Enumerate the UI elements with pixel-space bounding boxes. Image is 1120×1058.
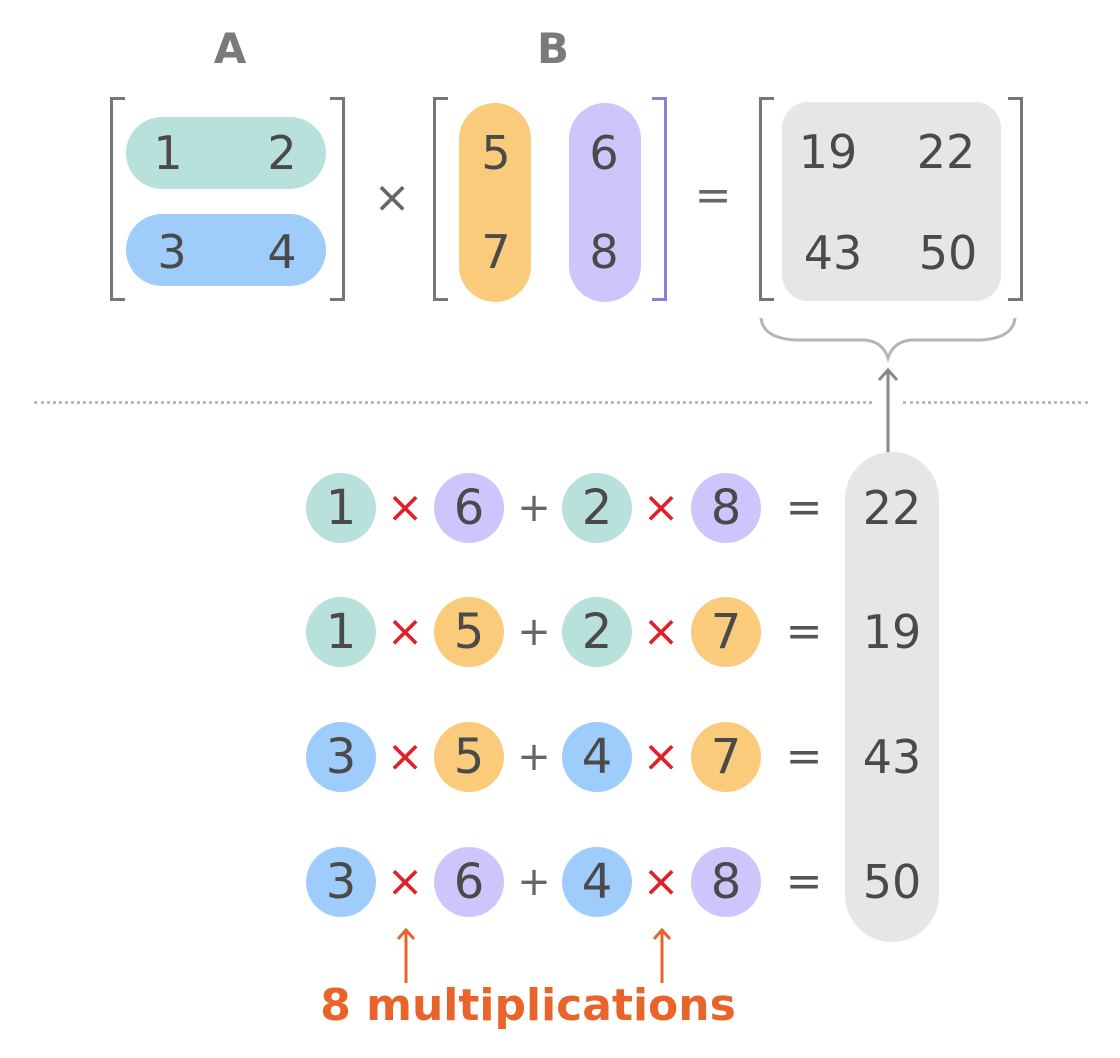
b-operand-circle: 8 [691, 473, 761, 543]
matrix-a-left-bracket [110, 97, 125, 301]
b-operand-circle: 6 [434, 847, 504, 917]
times-icon: × [642, 606, 680, 657]
a-operand-circle: 4 [562, 722, 632, 792]
b-operand-circle: 6 [434, 473, 504, 543]
brace-connector [759, 317, 1017, 454]
equation-result: 50 [862, 855, 922, 909]
matrix-c-cell: 43 [803, 226, 863, 280]
matrix-b-right-bracket [652, 97, 667, 301]
matrix-b-label: B [536, 24, 570, 73]
matrix-b-left-bracket [433, 97, 448, 301]
matrix-a-cell: 1 [153, 126, 183, 180]
times-icon: × [386, 482, 424, 533]
a-operand-circle: 4 [562, 847, 632, 917]
matrix-c-highlight [782, 102, 1001, 301]
equation-result: 43 [862, 730, 922, 784]
matrix-b-cell: 5 [481, 126, 511, 180]
times-icon: × [642, 731, 680, 782]
times-operator: × [373, 172, 411, 223]
times-icon: × [386, 606, 424, 657]
matrix-a-cell: 3 [157, 225, 187, 279]
results-column-highlight [845, 452, 939, 942]
matrix-c-left-bracket [759, 97, 774, 301]
matrix-a-right-bracket [330, 97, 345, 301]
divider-left [34, 401, 872, 404]
equals-operator: = [694, 170, 732, 221]
plus-icon: + [517, 485, 551, 531]
matrix-b-col-2-highlight [569, 103, 641, 302]
a-operand-circle: 1 [306, 473, 376, 543]
a-operand-circle: 1 [306, 597, 376, 667]
equation-result: 19 [862, 605, 922, 659]
matrix-c-cell: 22 [916, 125, 976, 179]
b-operand-circle: 5 [434, 722, 504, 792]
plus-icon: + [517, 609, 551, 655]
times-icon: × [386, 856, 424, 907]
matrix-c-right-bracket [1008, 97, 1023, 301]
a-operand-circle: 2 [562, 597, 632, 667]
b-operand-circle: 8 [691, 847, 761, 917]
a-operand-circle: 2 [562, 473, 632, 543]
matrix-c-cell: 50 [918, 226, 978, 280]
divider-right [903, 401, 1088, 404]
multiplication-arrows [396, 927, 672, 983]
matrix-b-col-1-highlight [459, 103, 531, 302]
equals-icon: = [785, 856, 823, 907]
matrix-a-row-2-highlight [126, 214, 326, 286]
matrix-a-label: A [213, 24, 247, 73]
times-icon: × [642, 482, 680, 533]
equation-result: 22 [862, 481, 922, 535]
a-operand-circle: 3 [306, 722, 376, 792]
matrix-a-cell: 4 [267, 225, 297, 279]
matrix-b-cell: 7 [481, 225, 511, 279]
a-operand-circle: 3 [306, 847, 376, 917]
b-operand-circle: 7 [691, 597, 761, 667]
equals-icon: = [785, 482, 823, 533]
b-operand-circle: 7 [691, 722, 761, 792]
equals-icon: = [785, 731, 823, 782]
times-icon: × [386, 731, 424, 782]
curly-brace-icon [759, 317, 1017, 364]
matrix-a-cell: 2 [267, 126, 297, 180]
plus-icon: + [517, 734, 551, 780]
matrix-a-row-1-highlight [126, 117, 326, 189]
plus-icon: + [517, 859, 551, 905]
matrix-c-cell: 19 [798, 125, 858, 179]
equals-icon: = [785, 606, 823, 657]
matrix-b-cell: 8 [589, 225, 619, 279]
b-operand-circle: 5 [434, 597, 504, 667]
multiplication-count-caption: 8 multiplications [320, 980, 736, 1031]
times-icon: × [642, 856, 680, 907]
matrix-b-cell: 6 [589, 126, 619, 180]
